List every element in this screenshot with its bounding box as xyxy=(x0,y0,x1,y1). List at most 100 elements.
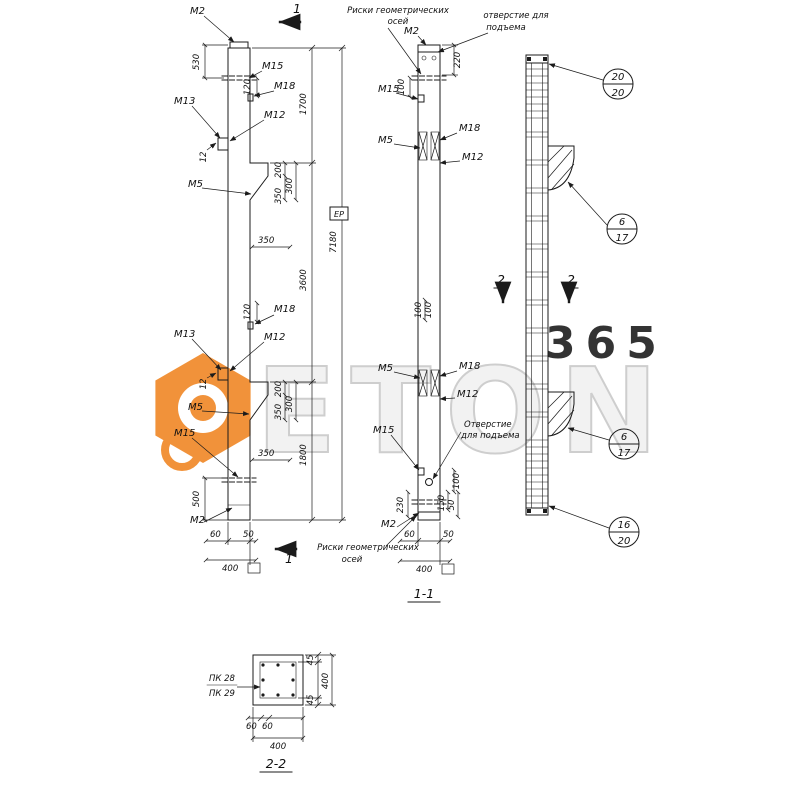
balloon-20-20: 20 20 xyxy=(548,63,634,100)
dim-100-mid-a: 100 xyxy=(414,302,424,318)
right-side-view: 20 20 6 17 6 17 16 20 2 2 xyxy=(493,54,640,548)
dim-60-s1: 60 xyxy=(246,722,257,732)
watermark-number: 365 xyxy=(545,318,667,369)
corbel-side-upper xyxy=(547,145,575,191)
callout-m13-top: М13 xyxy=(174,96,195,107)
callout-m2-top: М2 xyxy=(190,6,205,17)
dim-400-left: 400 xyxy=(222,564,238,574)
balloon2-top: 6 xyxy=(619,217,625,228)
dim-400-side: 400 xyxy=(321,673,331,689)
balloon1-top: 20 xyxy=(612,72,625,83)
watermark-word: ETON xyxy=(256,342,672,480)
callout-m18-mid-1: М18 xyxy=(459,123,480,134)
dim-150-bot: 150 xyxy=(437,495,447,511)
callout-m12-mid-2: М12 xyxy=(457,389,478,400)
dim-12-lower: 12 xyxy=(199,379,209,390)
dim-50-mid: 50 xyxy=(443,530,454,540)
callout-m15-low: М15 xyxy=(174,428,195,439)
embed-plate-m13-lower xyxy=(217,367,229,381)
embed-plate-m15-mid xyxy=(417,94,425,103)
dim-60-mid: 60 xyxy=(404,530,415,540)
dim-12-upper: 12 xyxy=(199,152,209,163)
dim-60-s2: 60 xyxy=(262,722,273,732)
dim-1700: 1700 xyxy=(299,93,309,115)
callout-m12-low: М12 xyxy=(264,332,285,343)
balloon4-bottom: 20 xyxy=(618,536,631,547)
label-pk29: ПК 29 xyxy=(209,689,235,699)
left-elevation: М2 М15 М18 М13 М12 12 М5 М13 М12 М18 12 … xyxy=(174,1,349,574)
callout-m15-top: М15 xyxy=(262,61,283,72)
note-hole-mid-2: для подъема xyxy=(460,431,520,441)
callout-m2-mid-bot: М2 xyxy=(381,519,396,530)
callout-m15-mid-2: М15 xyxy=(373,425,394,436)
balloon-16-20: 16 20 xyxy=(548,505,640,548)
dim-350-c2: 350 xyxy=(274,404,284,420)
embed-plate-m13-upper xyxy=(217,137,229,151)
note-hole-top-1: отверстие для xyxy=(483,11,548,21)
dim-50-left: 50 xyxy=(243,530,254,540)
dim-60-left: 60 xyxy=(210,530,221,540)
embed-plate-m15-mid-low xyxy=(417,467,425,476)
corbel-face-upper xyxy=(418,131,440,161)
dim-350-c1: 350 xyxy=(274,188,284,204)
middle-elevation: Риски геометрических осей М2 отверстие д… xyxy=(317,6,549,603)
section1-mark-bottom: 1 xyxy=(285,551,293,566)
section2-mark-left: 2 xyxy=(497,272,505,287)
dim-200-c2: 200 xyxy=(274,381,284,397)
dim-100-top: 100 xyxy=(397,79,407,95)
embed-plate-m18-upper xyxy=(247,93,254,102)
callout-m2-mid-top: М2 xyxy=(404,26,419,37)
dim-530: 530 xyxy=(192,54,202,70)
note-axes-top-2: осей xyxy=(388,17,409,27)
stirrups-middle xyxy=(525,131,549,418)
balloon3-top: 6 xyxy=(621,432,627,443)
balloon1-bottom: 20 xyxy=(612,88,625,99)
dim-3600: 3600 xyxy=(299,269,309,291)
note-hole-mid-1: Отверстие xyxy=(464,420,512,430)
callout-m5-mid-2: М5 xyxy=(378,363,393,374)
column-top-cap xyxy=(229,41,249,49)
section1-mark-top: 1 xyxy=(293,1,301,16)
dim-7180: 7180 xyxy=(329,231,339,253)
balloon2-bottom: 17 xyxy=(616,233,629,244)
callout-m12-top: М12 xyxy=(264,110,285,121)
callout-m5-mid-1: М5 xyxy=(378,135,393,146)
callout-m12-mid-1: М12 xyxy=(462,152,483,163)
callout-m13-low: М13 xyxy=(174,329,195,340)
dim-100-bot: 100 xyxy=(452,473,462,489)
callout-m18-low: М18 xyxy=(274,304,295,315)
dim-1800: 1800 xyxy=(299,444,309,466)
level-mark-box xyxy=(329,206,349,221)
embed-plate-m18-lower xyxy=(247,321,254,330)
detail-mark-box-left xyxy=(247,562,261,574)
dim-350-mid2: 350 xyxy=(258,449,274,459)
dim-120-upper: 120 xyxy=(243,79,253,95)
label-pk28: ПК 28 xyxy=(209,674,236,684)
dim-230: 230 xyxy=(396,497,406,513)
note-axes-bot-2: осей xyxy=(342,555,363,565)
balloon-6-17-lower: 6 17 xyxy=(567,427,640,460)
dim-300-c2: 300 xyxy=(285,396,295,412)
watermark: ETON 365 xyxy=(155,318,672,481)
dim-45-top: 45 xyxy=(306,655,316,666)
stirrups-top xyxy=(525,68,549,119)
dim-200-c1: 200 xyxy=(274,162,284,178)
dim-400-mid: 400 xyxy=(416,565,432,575)
callout-m15-mid-1: М15 xyxy=(378,84,399,95)
callout-m5-low: М5 xyxy=(188,402,203,413)
dim-400-sbot: 400 xyxy=(270,742,286,752)
callout-m2-bottom: М2 xyxy=(190,515,205,526)
section-2-2: 45 45 400 60 60 400 ПК 28 ПК 29 2-2 xyxy=(206,651,336,773)
dim-45-bottom: 45 xyxy=(306,695,316,706)
watermark-logo-hexagon xyxy=(155,353,251,471)
dim-120-lower: 120 xyxy=(243,304,253,320)
stirrups-bottom xyxy=(525,439,549,504)
dim-100-mid-b: 100 xyxy=(424,302,434,318)
detail-mark-box-mid xyxy=(441,563,455,575)
balloon-6-17-upper: 6 17 xyxy=(567,181,638,245)
note-axes-bot-1: Риски геометрических xyxy=(317,543,420,553)
callout-m18-top: М18 xyxy=(274,81,295,92)
note-axes-top-1: Риски геометрических xyxy=(347,6,450,16)
